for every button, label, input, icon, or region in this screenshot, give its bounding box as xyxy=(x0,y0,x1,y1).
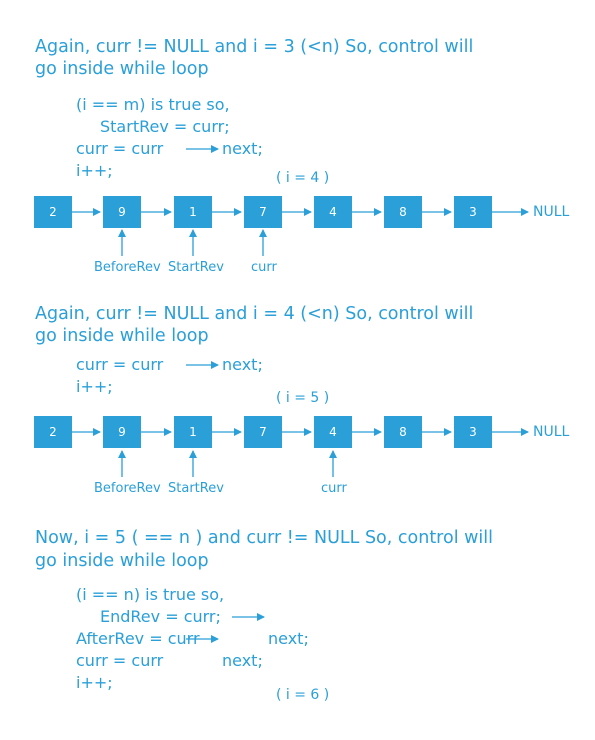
code-line: i++; xyxy=(76,161,113,180)
null-label: NULL xyxy=(533,204,570,220)
loop-counter: ( i = 6 ) xyxy=(276,687,330,703)
code-line: next; xyxy=(222,355,263,374)
code-line: StartRev = curr; xyxy=(100,117,230,136)
loop-counter: ( i = 4 ) xyxy=(276,170,330,186)
section2-heading-line1: Again, curr != NULL and i = 4 (<n) So, c… xyxy=(35,304,474,324)
code-line: next; xyxy=(222,651,263,670)
code-line: AfterRev = curr xyxy=(76,629,200,648)
list-node: 1 xyxy=(174,416,212,448)
section1-heading-line1: Again, curr != NULL and i = 3 (<n) So, c… xyxy=(35,37,474,57)
list-node: 4 xyxy=(314,416,352,448)
code-line: (i == n) is true so, xyxy=(76,585,225,604)
code-line: curr = curr xyxy=(76,355,164,374)
list-node: 9 xyxy=(103,196,141,228)
code-line: (i == m) is true so, xyxy=(76,95,230,114)
pointer-label-beforerev: BeforeRev xyxy=(94,481,161,496)
pointer-label-curr: curr xyxy=(321,481,347,496)
code-line: i++; xyxy=(76,673,113,692)
code-line: curr = curr xyxy=(76,139,164,158)
list-node: 7 xyxy=(244,196,282,228)
code-line: next; xyxy=(268,629,309,648)
code-line: curr = curr xyxy=(76,651,164,670)
list-node: 3 xyxy=(454,196,492,228)
list-node: 2 xyxy=(34,416,72,448)
section3-heading-line2: go inside while loop xyxy=(35,551,209,571)
code-line: next; xyxy=(222,139,263,158)
list-node: 8 xyxy=(384,416,422,448)
list-node: 8 xyxy=(384,196,422,228)
list-node: 9 xyxy=(103,416,141,448)
pointer-label-beforerev: BeforeRev xyxy=(94,260,161,275)
code-line: i++; xyxy=(76,377,113,396)
list-node: 4 xyxy=(314,196,352,228)
pointer-label-startrev: StartRev xyxy=(168,260,224,275)
list-node: 2 xyxy=(34,196,72,228)
list-node: 7 xyxy=(244,416,282,448)
section3-heading-line1: Now, i = 5 ( == n ) and curr != NULL So,… xyxy=(35,528,494,548)
code-line: EndRev = curr; xyxy=(100,607,221,626)
section1-heading-line2: go inside while loop xyxy=(35,59,209,79)
loop-counter: ( i = 5 ) xyxy=(276,390,330,406)
list-node: 3 xyxy=(454,416,492,448)
list-node: 1 xyxy=(174,196,212,228)
pointer-label-startrev: StartRev xyxy=(168,481,224,496)
section2-heading-line2: go inside while loop xyxy=(35,326,209,346)
null-label: NULL xyxy=(533,424,570,440)
pointer-label-curr: curr xyxy=(251,260,277,275)
